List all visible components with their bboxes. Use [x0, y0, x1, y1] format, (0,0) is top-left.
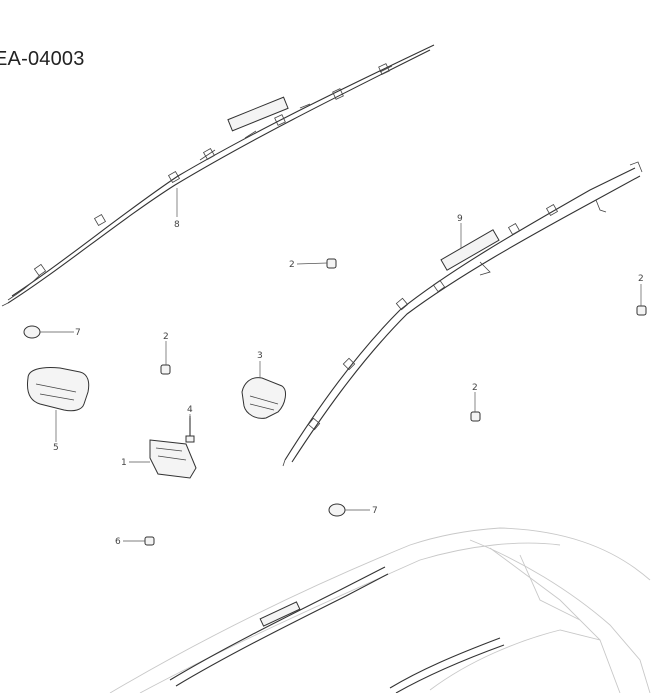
callout-1: 1 — [121, 458, 127, 468]
vehicle-body-outline — [109, 527, 651, 693]
clip-2[interactable] — [328, 503, 346, 517]
driver-airbag-module[interactable] — [27, 367, 90, 412]
bolt-3[interactable] — [470, 411, 481, 422]
callout-2a: 2 — [289, 260, 295, 270]
sensor[interactable] — [185, 416, 195, 443]
callout-2b: 2 — [163, 332, 169, 342]
airbag-control-unit[interactable] — [149, 439, 197, 479]
callout-2c: 2 — [472, 383, 478, 393]
leader-2a — [296, 262, 328, 265]
diagram-code: EA-04003 — [0, 48, 85, 70]
callout-4: 4 — [187, 405, 193, 415]
callout-9: 9 — [457, 214, 463, 224]
clip-part-6[interactable] — [144, 536, 155, 546]
curtain-airbag-left[interactable] — [1, 44, 435, 307]
callout-8: 8 — [174, 220, 180, 230]
curtain-airbag-right[interactable] — [282, 161, 643, 467]
bolt-4[interactable] — [636, 305, 647, 316]
clip-1[interactable] — [23, 325, 41, 339]
callout-3: 3 — [257, 351, 263, 361]
callout-5: 5 — [53, 443, 59, 453]
callout-7b: 7 — [372, 506, 378, 516]
vehicle-airbag-lines — [169, 566, 505, 693]
callout-2d: 2 — [638, 274, 644, 284]
bolt-2[interactable] — [160, 364, 171, 375]
bolt-1[interactable] — [326, 258, 337, 269]
callout-7a: 7 — [75, 328, 81, 338]
callout-6: 6 — [115, 537, 121, 547]
passenger-airbag-module[interactable] — [241, 377, 286, 419]
